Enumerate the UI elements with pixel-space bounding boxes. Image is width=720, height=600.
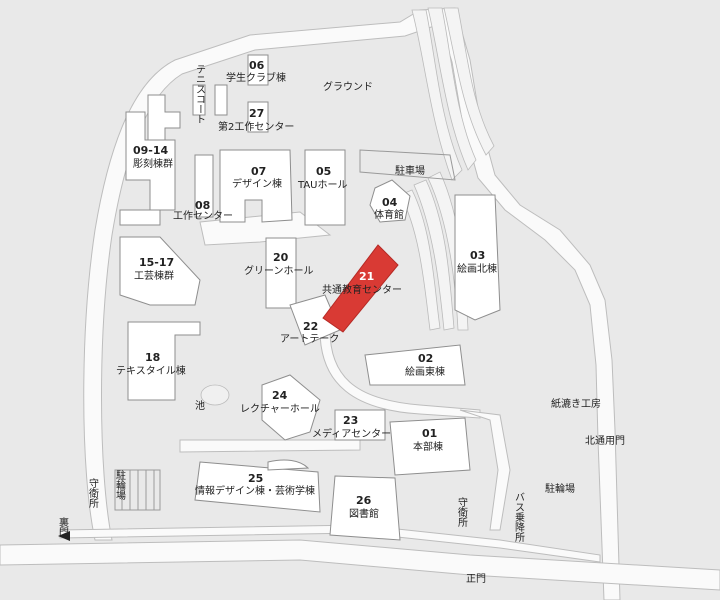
place-ground: グラウンド (323, 82, 373, 93)
building-name-05: TAUホール (298, 180, 348, 191)
building-name-15-17: 工芸棟群 (134, 271, 174, 282)
highlight-building-21[interactable] (322, 244, 399, 333)
place-bicycle-parking: 駐輪場 (545, 484, 575, 495)
place-guard-office-east: 守衛所 (455, 497, 467, 527)
inner-road-4 (459, 409, 511, 531)
building-name-09-14: 彫刻棟群 (133, 159, 173, 170)
building-name-26: 図書館 (349, 509, 379, 520)
building-number-24: 24 (272, 389, 288, 402)
place-guard-office-west: 守衛所 (86, 478, 98, 508)
place-paper-workshop: 紙漉き工房 (551, 399, 601, 410)
building-number-27: 27 (249, 107, 265, 120)
main-gate-arrow-icon (58, 531, 70, 541)
building-name-02: 絵画東棟 (405, 367, 445, 378)
bottom-road (0, 539, 720, 591)
place-back-gate: 裏門 (56, 517, 68, 537)
outer-road (83, 7, 621, 600)
building-name-01: 本部棟 (413, 442, 443, 453)
building-number-23: 23 (343, 414, 359, 427)
place-north-gate: 北通用門 (585, 436, 625, 447)
building-number-22: 22 (303, 320, 319, 333)
building-number-25: 25 (248, 472, 264, 485)
building-name-20: グリーンホール (244, 266, 314, 277)
parking-lot (114, 149, 456, 511)
building-number-26: 26 (356, 494, 372, 507)
building-number-20: 20 (273, 251, 289, 264)
building-number-06: 06 (249, 59, 265, 72)
building-name-27: 第2工作センター (218, 122, 295, 133)
place-pond: 池 (195, 401, 205, 412)
pond-shape (200, 384, 230, 406)
inner-road-2 (319, 329, 481, 419)
building-name-23: メディアセンター (312, 429, 392, 440)
building-name-24: レクチャーホール (240, 404, 320, 415)
building-name-08: 工作センター (173, 211, 233, 222)
building-footprints (119, 54, 501, 541)
building-number-15-17: 15-17 (139, 256, 175, 269)
building-name-04: 体育館 (374, 210, 404, 221)
building-name-25: 情報デザイン棟・芸術学棟 (195, 486, 315, 497)
building-name-18: テキスタイル棟 (116, 366, 186, 377)
place-tennis-court: テニスコート (193, 64, 205, 124)
building-number-05: 05 (316, 165, 332, 178)
building-number-18: 18 (145, 351, 161, 364)
building-number-04: 04 (382, 196, 398, 209)
building-name-06: 学生クラブ棟 (226, 73, 286, 84)
building-number-09-14: 09-14 (133, 144, 169, 157)
building-number-03: 03 (470, 249, 486, 262)
building-number-21: 21 (359, 270, 375, 283)
building-number-01: 01 (422, 427, 438, 440)
inner-road-3 (179, 439, 361, 453)
lower-road (59, 524, 601, 563)
place-parking: 駐車場 (395, 166, 425, 177)
place-bicycle-parking-west: 駐輪場 (113, 470, 125, 500)
building-name-21: 共通教育センター (322, 285, 402, 296)
building-name-22: アートテーク (280, 334, 340, 345)
building-number-08: 08 (195, 199, 211, 212)
building-number-07: 07 (251, 165, 267, 178)
building-number-02: 02 (418, 352, 434, 365)
place-bus-stop: バス乗降所 (512, 492, 524, 542)
building-name-03: 絵画北棟 (457, 264, 497, 275)
place-main-gate: 正門 (466, 574, 486, 585)
building-name-07: デザイン棟 (232, 179, 282, 190)
